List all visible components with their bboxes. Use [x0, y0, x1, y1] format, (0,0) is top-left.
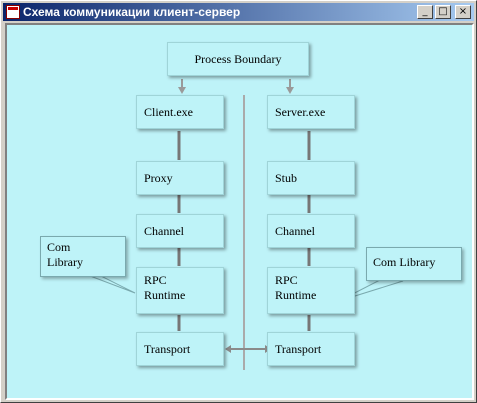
connector-lines	[76, 79, 404, 370]
server-transport-box: Transport	[267, 332, 355, 366]
process-boundary-box: Process Boundary	[167, 42, 309, 76]
client-transport-box: Transport	[136, 332, 224, 366]
app-icon[interactable]	[6, 5, 20, 19]
minimize-button[interactable]: _	[417, 5, 433, 19]
close-button[interactable]: ×	[455, 5, 471, 19]
server-rpc-runtime-box: RPC Runtime	[267, 267, 355, 314]
window-title: Схема коммуникации клиент-сервер	[23, 5, 241, 19]
server-exe-box: Server.exe	[267, 95, 355, 129]
client-exe-box: Client.exe	[136, 95, 224, 129]
client-channel-box: Channel	[136, 214, 224, 248]
left-com-library-callout: Com Library	[40, 236, 126, 277]
client-area: Process Boundary Client.exe Proxy Channe…	[5, 23, 474, 400]
stub-box: Stub	[267, 161, 355, 195]
title-bar[interactable]: Схема коммуникации клиент-сервер _ □ ×	[3, 3, 474, 21]
diagram-canvas: Process Boundary Client.exe Proxy Channe…	[7, 25, 472, 398]
right-com-library-callout: Com Library	[366, 247, 462, 281]
server-channel-box: Channel	[267, 214, 355, 248]
proxy-box: Proxy	[136, 161, 224, 195]
client-rpc-runtime-box: RPC Runtime	[136, 267, 224, 314]
maximize-button[interactable]: □	[435, 5, 451, 19]
